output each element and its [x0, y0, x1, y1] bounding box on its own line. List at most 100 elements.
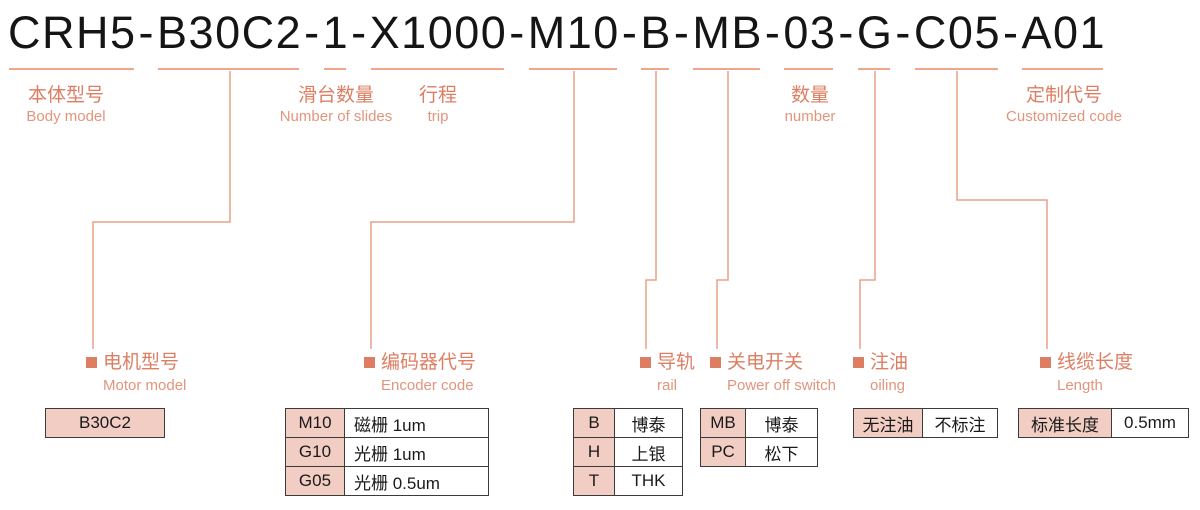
- label-motor-model: 电机型号 Motor model: [86, 351, 186, 395]
- code-segment-b30c2: B30C2: [157, 7, 303, 70]
- label-zh: 注油: [870, 352, 909, 373]
- table-row: MB 博泰: [700, 408, 818, 438]
- label-zh: 线缆长度: [1057, 352, 1134, 373]
- code-segment-mb: MB: [692, 7, 763, 70]
- label-en: Body model: [26, 108, 106, 125]
- code-segment-b: B: [640, 7, 672, 70]
- label-zh: 关电开关: [727, 352, 804, 373]
- power-off-switch-table: MB 博泰 PC 松下: [700, 408, 818, 467]
- cable-length-table: 标准长度 0.5mm: [1018, 408, 1189, 438]
- code-segment-m10: M10: [527, 7, 620, 70]
- table-row: PC 松下: [700, 437, 818, 467]
- square-bullet-icon: [640, 357, 651, 368]
- code-cell: G05: [285, 466, 345, 496]
- code-separator: -: [895, 7, 912, 58]
- code-separator: -: [509, 7, 526, 58]
- table-row: 无注油 不标注: [853, 408, 998, 438]
- label-zh: 数量: [790, 85, 829, 106]
- table-row: B30C2: [45, 408, 165, 438]
- code-segment-03: 03: [783, 7, 837, 70]
- label-trip: 行程 trip: [388, 84, 488, 126]
- label-zh: 编码器代号: [381, 352, 477, 373]
- label-cable-length: 线缆长度 Length: [1040, 351, 1133, 395]
- label-en: number: [784, 108, 836, 125]
- label-en: rail: [657, 377, 678, 394]
- label-body-model: 本体型号 Body model: [6, 84, 126, 126]
- label-zh: 电机型号: [103, 352, 180, 373]
- code-separator: -: [138, 7, 156, 58]
- desc-cell: 0.5mm: [1111, 408, 1189, 438]
- label-en: Number of slides: [279, 108, 393, 125]
- code-separator: -: [1002, 7, 1020, 58]
- label-en: Length: [1057, 377, 1103, 394]
- code-separator: -: [764, 7, 782, 58]
- label-zh: 定制代号: [1025, 85, 1102, 106]
- code-cell: T: [573, 466, 615, 496]
- desc-cell: 博泰: [614, 408, 683, 438]
- connector-line: [645, 71, 657, 349]
- label-power-off-switch: 关电开关 Power off switch: [710, 351, 836, 395]
- model-code: CRH5-B30C2-1-X1000-M10-B-MB-03-G-C05-A01: [8, 6, 1107, 70]
- code-separator: -: [304, 7, 321, 58]
- table-row: H 上银: [573, 437, 683, 467]
- encoder-code-table: M10 磁栅 1um G10 光栅 1um G05 光栅 0.5um: [285, 408, 489, 496]
- code-separator: -: [621, 7, 639, 58]
- table-row: 标准长度 0.5mm: [1018, 408, 1189, 438]
- rail-table: B 博泰 H 上银 T THK: [573, 408, 683, 496]
- square-bullet-icon: [86, 357, 97, 368]
- label-rail: 导轨 rail: [640, 351, 695, 395]
- code-separator: -: [351, 7, 368, 58]
- desc-cell: 松下: [745, 437, 818, 467]
- table-row: G05 光栅 0.5um: [285, 466, 489, 496]
- desc-cell: 磁栅 1um: [344, 408, 489, 438]
- label-zh: 滑台数量: [297, 85, 374, 106]
- label-en: Motor model: [103, 377, 187, 394]
- code-cell: B: [573, 408, 615, 438]
- table-row: M10 磁栅 1um: [285, 408, 489, 438]
- connector-line: [716, 71, 729, 349]
- label-en: Encoder code: [381, 377, 474, 394]
- code-separator: -: [673, 7, 691, 58]
- code-cell: MB: [700, 408, 746, 438]
- desc-cell: THK: [614, 466, 683, 496]
- label-zh: 行程: [418, 85, 457, 106]
- label-en: oiling: [870, 377, 906, 394]
- label-en: trip: [427, 108, 449, 125]
- motor-model-table: B30C2: [45, 408, 165, 438]
- desc-cell: 不标注: [922, 408, 998, 438]
- code-segment-x1000: X1000: [369, 7, 508, 70]
- label-en: Power off switch: [727, 377, 836, 394]
- code-cell: M10: [285, 408, 345, 438]
- label-number-of-slides: 滑台数量 Number of slides: [266, 84, 406, 126]
- code-separator: -: [838, 7, 855, 58]
- label-oiling: 注油 oiling: [853, 351, 908, 395]
- connector-line: [859, 71, 876, 349]
- table-row: T THK: [573, 466, 683, 496]
- square-bullet-icon: [710, 357, 721, 368]
- code-segment-c05: C05: [913, 7, 1001, 70]
- code-cell: 标准长度: [1018, 408, 1112, 438]
- code-segment-g: G: [856, 7, 894, 70]
- code-segment-crh5: CRH5: [8, 7, 137, 70]
- square-bullet-icon: [853, 357, 864, 368]
- label-zh: 导轨: [657, 352, 696, 373]
- code-cell: B30C2: [45, 408, 165, 438]
- label-encoder-code: 编码器代号 Encoder code: [364, 351, 476, 395]
- label-customized-code: 定制代号 Customized code: [994, 84, 1134, 126]
- square-bullet-icon: [364, 357, 375, 368]
- code-cell: G10: [285, 437, 345, 467]
- label-en: Customized code: [1006, 108, 1122, 125]
- desc-cell: 光栅 1um: [344, 437, 489, 467]
- square-bullet-icon: [1040, 357, 1051, 368]
- desc-cell: 博泰: [745, 408, 818, 438]
- table-row: G10 光栅 1um: [285, 437, 489, 467]
- code-segment-a01: A01: [1021, 7, 1107, 70]
- label-zh: 本体型号: [27, 85, 104, 106]
- label-number: 数量 number: [760, 84, 860, 126]
- code-cell: PC: [700, 437, 746, 467]
- code-cell: 无注油: [853, 408, 923, 438]
- desc-cell: 光栅 0.5um: [344, 466, 489, 496]
- oiling-table: 无注油 不标注: [853, 408, 998, 438]
- code-cell: H: [573, 437, 615, 467]
- code-segment-1: 1: [322, 7, 350, 70]
